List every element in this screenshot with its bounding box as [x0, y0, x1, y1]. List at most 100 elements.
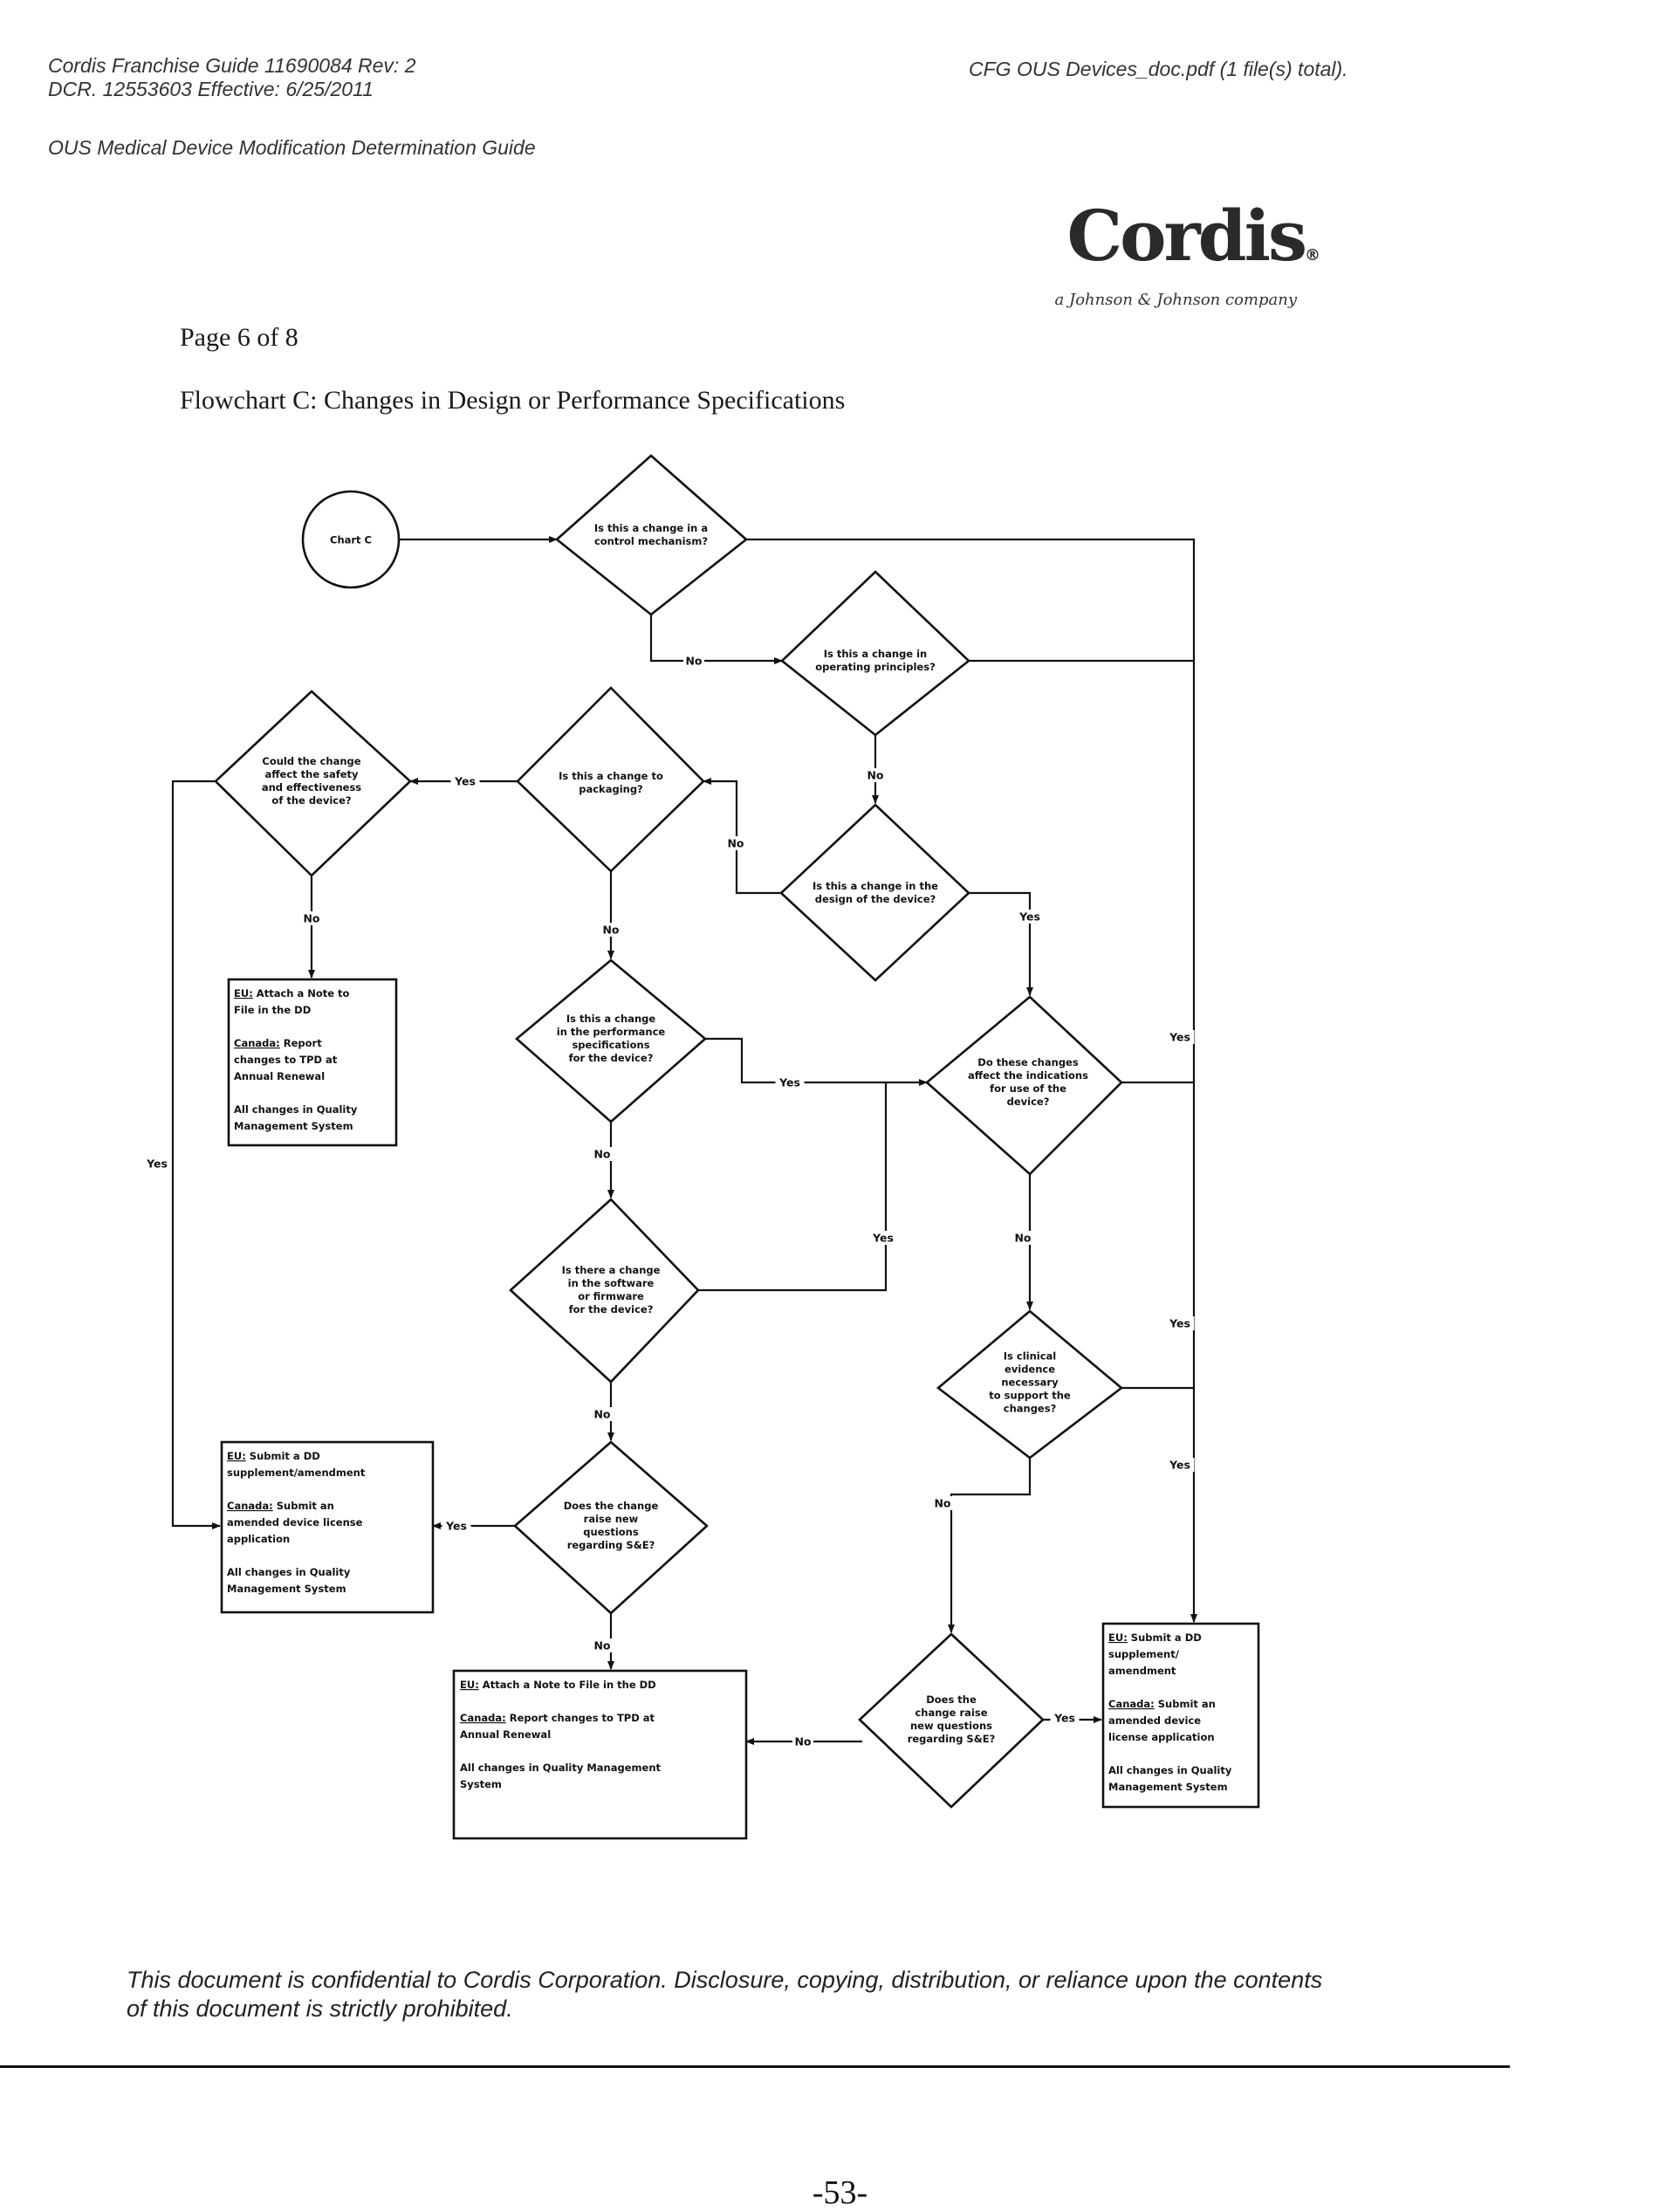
label-indications-yes: Yes [1169, 1031, 1190, 1044]
decision-indications-text-line: affect the indications [968, 1069, 1088, 1082]
logo-wordmark: Cordis [1066, 195, 1307, 277]
box-submit-left-line: All changes in Quality [227, 1566, 351, 1578]
box-line-text: application [227, 1533, 290, 1545]
decision-software-text-line: or firmware [578, 1290, 644, 1302]
label-control-no: No [685, 655, 702, 668]
decision-packaging-text-line: packaging? [579, 783, 642, 795]
decision-indications-text-line: device? [1007, 1096, 1050, 1108]
label-clinical-no: No [934, 1497, 950, 1510]
label-software-yes-bg [868, 1231, 898, 1245]
label-indications-no-bg [1012, 1231, 1033, 1245]
label-operating-no: No [867, 769, 883, 782]
box-submit-right-line: All changes in Quality [1108, 1764, 1232, 1776]
box-line-text: license application [1108, 1731, 1215, 1743]
box-note-to-file-bottom [452, 1669, 748, 1840]
box-note-to-file-bottom-line: Canada: Report changes to TPD at [460, 1712, 655, 1724]
box-submit-right-line: EU: Submit a DD [1108, 1632, 1202, 1644]
label-design-no: No [727, 837, 744, 850]
decision-clinical-evidence-text-line: to support the [989, 1390, 1071, 1402]
decision-control-mechanism-text-line: control mechanism? [594, 535, 708, 547]
decision-operating-principles [780, 570, 970, 737]
decision-design-text-line: Is this a change in the [813, 880, 938, 892]
box-line-text: amendment [1108, 1665, 1176, 1677]
label-newq-left-yes: Yes [445, 1520, 467, 1533]
label-indications-no: No [1014, 1232, 1031, 1245]
box-submit-right-line: Canada: Submit an [1108, 1698, 1216, 1710]
decision-clinical-evidence-text-line: necessary [1001, 1377, 1059, 1389]
label-trunk-yes: Yes [1169, 1317, 1190, 1330]
box-line-text: amended device [1108, 1714, 1201, 1727]
label-software-no-bg [592, 1407, 613, 1421]
decision-new-questions-left [513, 1440, 709, 1615]
logo-tagline: a Johnson & Johnson company [1054, 291, 1297, 309]
decision-safety-effectiveness [214, 690, 412, 877]
edge-safety-yes [171, 780, 221, 1529]
label-design-no-bg [725, 836, 746, 850]
decision-design [779, 803, 970, 982]
box-submit-right-line: supplement/ [1108, 1648, 1180, 1660]
box-note-to-file-top-line: Management System [234, 1120, 353, 1132]
decision-new-questions-right-text-line: Does the [926, 1693, 977, 1706]
box-line-text: Report changes to TPD at [506, 1712, 655, 1724]
box-line-text: Attach a Note to [253, 987, 350, 1000]
decision-design-text-line: design of the device? [815, 893, 936, 905]
decision-performance-specs [515, 958, 707, 1123]
edge-performance-yes [705, 1037, 928, 1086]
box-line-text: supplement/ [1108, 1648, 1180, 1660]
box-submit-left-line: Management System [227, 1583, 346, 1595]
label-newq-right-yes: Yes [1053, 1712, 1075, 1725]
box-submit-left-line: EU: Submit a DD [227, 1450, 320, 1462]
flowchart-title: Flowchart C: Changes in Design or Perfor… [180, 386, 846, 415]
decision-software-text-line: in the software [568, 1277, 655, 1289]
box-line-text: All changes in Quality [234, 1103, 358, 1116]
registered-mark: ® [1305, 246, 1320, 264]
page-number: -53- [812, 2174, 868, 2211]
label-newq-right-no: No [794, 1735, 811, 1748]
label-performance-yes: Yes [778, 1076, 800, 1089]
label-design-yes-bg [1015, 910, 1045, 924]
label-packaging-yes: Yes [454, 775, 476, 788]
confidentiality-line-1: This document is confidential to Cordis … [127, 1967, 1323, 1993]
box-line-text: supplement/amendment [227, 1467, 366, 1479]
label-operating-no-bg [865, 768, 886, 782]
box-line-text: changes to TPD at [234, 1054, 338, 1066]
label-newq-right-yes-bg [1050, 1711, 1080, 1725]
decision-control-mechanism-text-line: Is this a change in a [594, 522, 708, 534]
box-line-text: All changes in Quality [227, 1566, 351, 1578]
decision-new-questions-right-text-line: new questions [910, 1720, 992, 1732]
decision-indications-text-line: for use of the [990, 1082, 1066, 1095]
decision-packaging-text-line: Is this a change to [559, 770, 663, 782]
decision-performance-specs-text-line: in the performance [557, 1026, 666, 1038]
box-line-text: All changes in Quality [1108, 1764, 1232, 1776]
decision-new-questions-right-text-line: regarding S&E? [908, 1733, 996, 1745]
decision-new-questions-left-text-line: questions [583, 1526, 639, 1538]
box-line-text: amended device license [227, 1516, 363, 1528]
label-clinical-no-bg [932, 1496, 953, 1510]
box-note-to-file-top-line: Canada: Report [234, 1037, 322, 1049]
decision-clinical-evidence-text-line: changes? [1004, 1403, 1057, 1415]
decision-operating-principles-text-line: operating principles? [815, 661, 936, 673]
box-submit-right-line: license application [1108, 1731, 1215, 1743]
box-line-text: Annual Renewal [460, 1728, 551, 1741]
decision-software-text-line: for the device? [569, 1303, 654, 1316]
box-line-text: Submit a DD [246, 1450, 320, 1462]
region-prefix: Canada: [227, 1500, 273, 1512]
decision-packaging [516, 686, 705, 873]
box-submit-left-line: Canada: Submit an [227, 1500, 334, 1512]
box-submit-left-line: supplement/amendment [227, 1467, 366, 1479]
confidentiality-line-2: of this document is strictly prohibited. [127, 1996, 513, 2022]
label-safety-no: No [303, 912, 319, 925]
footer-rule [0, 2065, 1510, 2068]
decision-control-mechanism [554, 454, 749, 616]
decision-indications [925, 995, 1123, 1176]
decision-new-questions-right [858, 1632, 1045, 1809]
box-note-to-file-top-line: Annual Renewal [234, 1070, 325, 1082]
box-line-text: Submit an [273, 1500, 334, 1512]
box-line-text: Management System [1108, 1781, 1228, 1793]
label-packaging-yes-bg [450, 774, 480, 788]
decision-operating-principles-text-line: Is this a change in [824, 648, 927, 660]
dcr-effective-line: DCR. 12553603 Effective: 6/25/2011 [48, 78, 374, 100]
decision-safety-effectiveness-text-line: of the device? [271, 794, 351, 807]
label-safety-yes: Yes [146, 1158, 168, 1171]
